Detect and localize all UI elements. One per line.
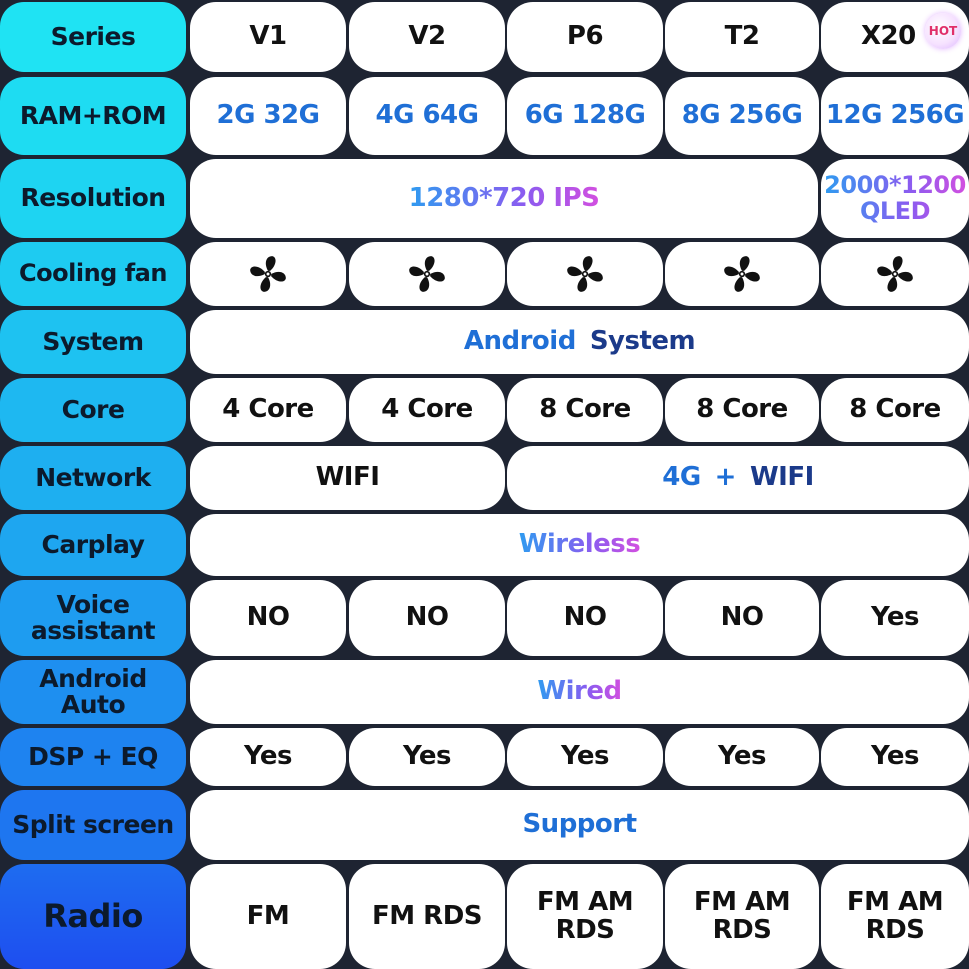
row-label-series: Series <box>0 2 186 72</box>
carplay-value-text: Wireless <box>518 529 641 560</box>
resolution-standard: 1280*720 IPS <box>190 159 818 238</box>
row-label-network: Network <box>0 446 186 510</box>
radio-v1: FM <box>190 864 346 969</box>
core-v1: 4 Core <box>190 378 346 442</box>
ram-rom-x20: 12G 256G <box>821 77 969 155</box>
ram-rom-p6: 6G 128G <box>507 77 663 155</box>
system-value-system: System <box>589 326 696 357</box>
row-label-voice-assistant: Voice assistant <box>0 580 186 656</box>
ram-rom-v1: 2G 32G <box>190 77 346 155</box>
radio-p6: FM AM RDS <box>507 864 663 969</box>
fan-icon <box>877 256 913 292</box>
series-x20-label: X20 <box>861 21 916 52</box>
series-t2: T2 <box>665 2 819 72</box>
ram-rom-p6-value: 6G 128G <box>524 100 646 131</box>
row-label-ram-rom: RAM+ROM <box>0 77 186 155</box>
ram-rom-v2-value: 4G 64G <box>375 100 479 131</box>
cooling-fan-x20 <box>821 242 969 306</box>
network-plus: + <box>714 462 737 493</box>
ram-rom-t2-value: 8G 256G <box>681 100 803 131</box>
series-v2: V2 <box>349 2 505 72</box>
dsp-x20: Yes <box>821 728 969 786</box>
cooling-fan-p6 <box>507 242 663 306</box>
ram-rom-x20-value: 12G 256G <box>825 100 965 131</box>
ram-rom-t2: 8G 256G <box>665 77 819 155</box>
voice-v2: NO <box>349 580 505 656</box>
core-p6: 8 Core <box>507 378 663 442</box>
resolution-x20-value: 2000*1200 QLED <box>824 171 966 225</box>
dsp-t2: Yes <box>665 728 819 786</box>
row-label-system: System <box>0 310 186 374</box>
fan-icon <box>567 256 603 292</box>
network-4g: 4G <box>662 462 701 493</box>
dsp-v1: Yes <box>190 728 346 786</box>
series-p6: P6 <box>507 2 663 72</box>
cooling-fan-v1 <box>190 242 346 306</box>
row-label-core: Core <box>0 378 186 442</box>
android-auto-value-text: Wired <box>537 676 622 707</box>
cooling-fan-v2 <box>349 242 505 306</box>
radio-v2: FM RDS <box>349 864 505 969</box>
system-value: Android System <box>190 310 969 374</box>
voice-p6: NO <box>507 580 663 656</box>
row-label-resolution: Resolution <box>0 159 186 238</box>
ram-rom-v2: 4G 64G <box>349 77 505 155</box>
ram-rom-v1-value: 2G 32G <box>216 100 320 131</box>
system-value-android: Android <box>463 326 576 357</box>
row-label-cooling-fan: Cooling fan <box>0 242 186 306</box>
network-wifi: WIFI <box>190 446 505 510</box>
core-v2: 4 Core <box>349 378 505 442</box>
row-label-carplay: Carplay <box>0 514 186 576</box>
dsp-v2: Yes <box>349 728 505 786</box>
radio-x20: FM AM RDS <box>821 864 969 969</box>
row-label-split-screen: Split screen <box>0 790 186 860</box>
network-4g-wifi: 4G + WIFI <box>507 446 969 510</box>
row-label-android-auto: Android Auto <box>0 660 186 724</box>
row-label-radio: Radio <box>0 864 186 969</box>
android-auto-value: Wired <box>190 660 969 724</box>
radio-t2: FM AM RDS <box>665 864 819 969</box>
carplay-value: Wireless <box>190 514 969 576</box>
dsp-p6: Yes <box>507 728 663 786</box>
voice-t2: NO <box>665 580 819 656</box>
resolution-standard-value: 1280*720 IPS <box>408 182 600 213</box>
hot-badge: HOT <box>925 13 961 49</box>
voice-x20: Yes <box>821 580 969 656</box>
cooling-fan-t2 <box>665 242 819 306</box>
fan-icon <box>409 256 445 292</box>
voice-v1: NO <box>190 580 346 656</box>
core-t2: 8 Core <box>665 378 819 442</box>
row-label-dsp-eq: DSP + EQ <box>0 728 186 786</box>
network-wifi-x: WIFI <box>749 462 814 493</box>
fan-icon <box>250 256 286 292</box>
series-v1: V1 <box>190 2 346 72</box>
fan-icon <box>724 256 760 292</box>
core-x20: 8 Core <box>821 378 969 442</box>
resolution-x20: 2000*1200 QLED <box>821 159 969 238</box>
split-screen-value-text: Support <box>522 809 637 840</box>
split-screen-value: Support <box>190 790 969 860</box>
